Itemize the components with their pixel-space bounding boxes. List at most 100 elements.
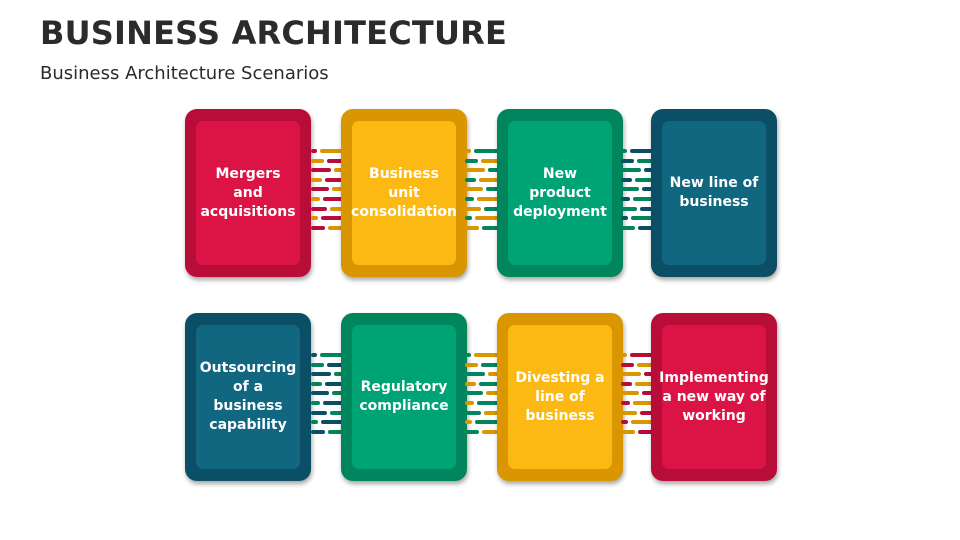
connector-lines — [465, 145, 500, 245]
connector-dash — [642, 187, 656, 192]
connector-lines — [621, 349, 656, 449]
connector-dash — [465, 391, 483, 396]
scenario-label: Divesting a line of business — [515, 369, 605, 424]
connector-dash — [465, 149, 471, 153]
connector-dash — [635, 177, 656, 182]
connector-dash — [621, 353, 627, 357]
connector-dash — [486, 391, 500, 396]
connector-dash — [621, 429, 635, 434]
connector-dash — [477, 197, 500, 201]
connector-dash — [311, 429, 325, 434]
scenario-card: Mergers and acquisitions — [185, 109, 311, 277]
connector-dash — [465, 410, 481, 415]
connector-dash — [465, 381, 476, 386]
connector-dash — [621, 372, 641, 377]
connector-dash — [465, 401, 474, 405]
connector-dash — [327, 362, 346, 367]
connector-dash — [640, 206, 656, 211]
connector-dash — [474, 353, 500, 357]
connector-dash — [311, 206, 327, 211]
connector-dash — [465, 353, 471, 357]
connector-dash — [465, 372, 485, 377]
connector-dash — [637, 362, 656, 367]
connector-dash — [465, 362, 478, 367]
scenario-card: Outsourcing of a business capability — [185, 313, 311, 481]
connector-dash — [621, 391, 639, 396]
connector-dash — [311, 401, 320, 405]
connector-dash — [621, 197, 630, 201]
connector-dash — [482, 225, 500, 230]
connector-dash — [334, 168, 346, 173]
connector-dash — [481, 362, 500, 367]
connector-dash — [637, 158, 656, 163]
connector-dash — [311, 197, 320, 201]
connector-dash — [325, 381, 346, 386]
scenario-label: Business unit consolidation — [351, 165, 457, 220]
connector-dash — [311, 391, 329, 396]
scenario-label: Mergers and acquisitions — [200, 165, 296, 220]
connector-dash — [332, 187, 346, 192]
connector-dash — [465, 429, 479, 434]
connector-dash — [311, 225, 325, 230]
scenario-label: Outsourcing of a business capability — [199, 360, 297, 433]
connector-dash — [630, 353, 656, 357]
connector-dash — [644, 168, 656, 173]
connector-dash — [325, 177, 346, 182]
connector-dash — [311, 216, 318, 221]
connector-dash — [311, 381, 322, 386]
connector-dash — [465, 187, 483, 192]
connector-dash — [484, 410, 500, 415]
connector-lines — [311, 145, 346, 245]
connector-dash — [328, 225, 346, 230]
connector-dash — [631, 216, 656, 221]
connector-dash — [465, 197, 474, 201]
scenario-row-2: Outsourcing of a business capability Reg… — [0, 313, 960, 483]
connector-dash — [320, 353, 346, 357]
connector-dash — [321, 216, 346, 221]
connector-dash — [621, 362, 634, 367]
connector-dash — [621, 149, 627, 153]
connector-dash — [323, 197, 346, 201]
connector-dash — [621, 206, 637, 211]
connector-dash — [311, 177, 322, 182]
connector-dash — [311, 149, 317, 153]
connector-dash — [327, 158, 346, 163]
scenario-card: New product deployment — [497, 109, 623, 277]
connector-dash — [311, 168, 331, 173]
connector-dash — [311, 187, 329, 192]
connector-dash — [621, 216, 628, 221]
connector-dash — [465, 225, 479, 230]
scenario-row-1: Mergers and acquisitions Business unit c… — [0, 109, 960, 279]
connector-dash — [311, 362, 324, 367]
connector-dash — [484, 206, 500, 211]
connector-lines — [311, 349, 346, 449]
connector-dash — [482, 429, 500, 434]
connector-dash — [621, 381, 632, 386]
connector-dash — [635, 381, 656, 386]
connector-dash — [621, 225, 635, 230]
connector-dash — [474, 149, 500, 153]
connector-dash — [631, 420, 656, 425]
scenario-label: New line of business — [669, 175, 759, 210]
connector-dash — [621, 187, 639, 192]
scenario-card: Business unit consolidation — [341, 109, 467, 277]
connector-dash — [465, 177, 476, 182]
connector-dash — [633, 401, 656, 405]
connector-dash — [638, 429, 656, 434]
page-subtitle: Business Architecture Scenarios — [40, 63, 329, 84]
connector-lines — [621, 145, 656, 245]
connector-dash — [621, 410, 637, 415]
connector-dash — [479, 177, 500, 182]
scenario-card: Implementing a new way of working — [651, 313, 777, 481]
connector-dash — [475, 216, 500, 221]
scenario-label: Regulatory compliance — [359, 379, 449, 414]
connector-dash — [633, 197, 656, 201]
connector-dash — [311, 420, 318, 425]
connector-dash — [465, 420, 472, 425]
connector-lines — [465, 349, 500, 449]
page-title: BUSINESS ARCHITECTURE — [40, 14, 508, 52]
connector-dash — [465, 158, 478, 163]
connector-dash — [479, 381, 500, 386]
connector-dash — [621, 420, 628, 425]
connector-dash — [311, 372, 331, 377]
